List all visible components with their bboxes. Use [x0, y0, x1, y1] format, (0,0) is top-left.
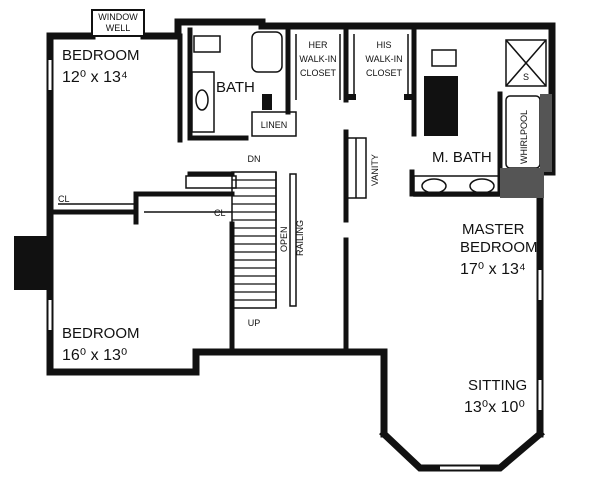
sitting-dim: 13⁰x 10⁰: [464, 399, 525, 416]
her-closet-line1: HER: [308, 40, 328, 50]
his-closet-line3: CLOSET: [366, 68, 403, 78]
window-well-line2: WELL: [106, 23, 131, 33]
tile-pattern: [500, 94, 552, 198]
shower-label: S: [523, 72, 529, 82]
master-dim: 17⁰ x 13⁴: [460, 261, 526, 278]
sitting-name: SITTING: [468, 377, 527, 394]
linen-label: LINEN: [261, 120, 288, 130]
her-closet-line2: WALK-IN: [299, 54, 336, 64]
chimney-block: [14, 236, 50, 290]
window-well-line1: WINDOW: [98, 12, 138, 22]
his-closet-line1: HIS: [376, 40, 391, 50]
solid-blocks: [262, 76, 458, 136]
bedroom2-name: BEDROOM: [62, 325, 140, 342]
closet-label-2: CL: [214, 208, 226, 218]
her-closet-line3: CLOSET: [300, 68, 337, 78]
mbath-name: M. BATH: [432, 149, 492, 166]
bedroom1-name: BEDROOM: [62, 47, 140, 64]
interior-walls: [47, 27, 503, 355]
master-name-line2: BEDROOM: [460, 239, 538, 256]
fixture-lines: [58, 31, 547, 309]
his-closet-line2: WALK-IN: [365, 54, 402, 64]
bedroom1-dim: 12⁰ x 13⁴: [62, 69, 128, 86]
whirlpool-label: WHIRLPOOL: [519, 110, 529, 164]
stair-up-label: UP: [248, 318, 261, 328]
stair-open-label: OPEN: [279, 226, 289, 252]
bath-name: BATH: [216, 79, 255, 96]
bedroom2-dim: 16⁰ x 13⁰: [62, 347, 127, 364]
stair-railing-label: RAILING: [295, 220, 305, 256]
window-well: WINDOW WELL: [91, 9, 145, 37]
stair-down-label: DN: [248, 154, 261, 164]
vanity-label: VANITY: [370, 154, 380, 186]
closet-label-1: CL: [58, 194, 70, 204]
stair-treads: [232, 179, 276, 301]
master-name-line1: MASTER: [462, 221, 525, 238]
window-marks: [48, 60, 542, 470]
